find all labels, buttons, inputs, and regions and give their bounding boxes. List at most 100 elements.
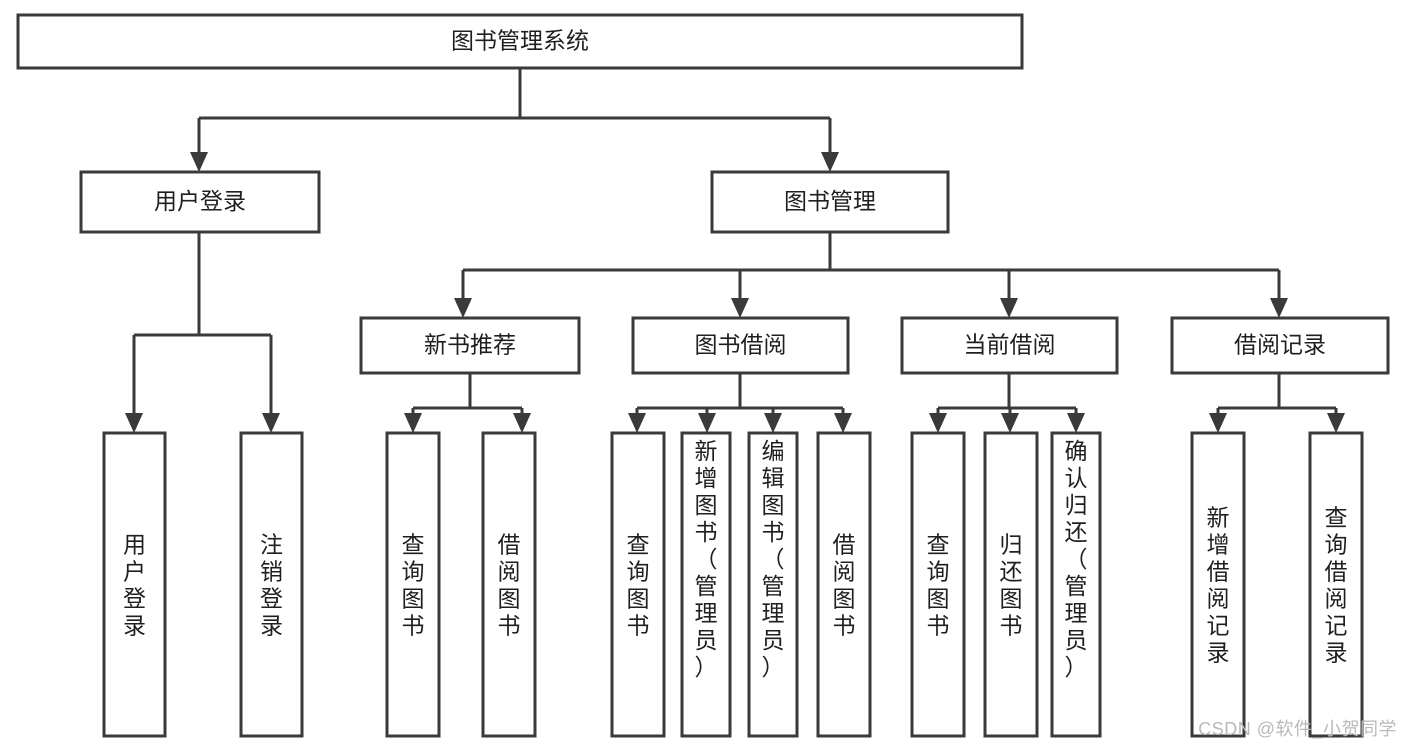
- arrow-head-icon: [125, 413, 143, 433]
- node-box[interactable]: [631, 316, 850, 375]
- edge-line: [197, 68, 830, 160]
- node-label: 查询借阅记录: [1325, 505, 1348, 666]
- node-box[interactable]: [680, 431, 732, 738]
- node-leaf-user-login[interactable]: 用户登录: [102, 431, 167, 738]
- arrow-head-icon: [190, 152, 208, 172]
- node-leaf-query-book-1[interactable]: 查询图书: [385, 431, 441, 738]
- arrow-head-icon: [404, 413, 422, 433]
- node-label: 新书推荐: [424, 332, 516, 358]
- edge-e-bm-borrow: [731, 270, 749, 318]
- node-leaf-query-book-2[interactable]: 查询图书: [610, 431, 666, 738]
- node-label: 图书管理系统: [451, 28, 589, 54]
- node-book-manage[interactable]: 图书管理: [710, 170, 950, 234]
- node-label: 当前借阅: [964, 332, 1056, 358]
- node-label: 查询图书: [927, 532, 950, 639]
- arrow-head-icon: [513, 413, 531, 433]
- node-current-borrow[interactable]: 当前借阅: [900, 316, 1119, 375]
- node-box[interactable]: [1170, 316, 1390, 375]
- edge-e-current-2: [1001, 408, 1019, 433]
- edge-e-borrow-2: [698, 408, 716, 433]
- node-leaf-borrow-book-2[interactable]: 借阅图书: [816, 431, 872, 738]
- node-box[interactable]: [79, 170, 321, 234]
- node-label: 新增图书（管理员）: [695, 438, 718, 680]
- edge-e-record-bus: [1209, 373, 1336, 433]
- node-box[interactable]: [610, 431, 666, 738]
- edge-line: [635, 373, 843, 421]
- edges-layer: [125, 68, 1345, 433]
- node-label: 查询图书: [402, 532, 425, 639]
- node-new-book-recommend[interactable]: 新书推荐: [359, 316, 581, 375]
- node-label: 用户登录: [123, 532, 146, 639]
- arrow-head-icon: [1209, 413, 1227, 433]
- node-leaf-query-borrow-record[interactable]: 查询借阅记录: [1308, 431, 1364, 738]
- node-leaf-borrow-book-1[interactable]: 借阅图书: [481, 431, 537, 738]
- arrow-head-icon: [1001, 413, 1019, 433]
- edge-e-borrow-bus: [628, 373, 843, 433]
- edge-e-root-user-login: [190, 68, 830, 172]
- arrow-head-icon: [698, 413, 716, 433]
- nodes-layer: 图书管理系统用户登录图书管理新书推荐图书借阅当前借阅借阅记录用户登录注销登录查询…: [16, 13, 1390, 738]
- node-leaf-query-book-3[interactable]: 查询图书: [910, 431, 966, 738]
- edge-e-borrow-3: [764, 408, 782, 433]
- node-label: 编辑图书（管理员）: [762, 438, 785, 680]
- node-leaf-return-book[interactable]: 归还图书: [983, 431, 1039, 738]
- arrow-head-icon: [1327, 413, 1345, 433]
- node-box[interactable]: [710, 170, 950, 234]
- node-leaf-edit-book-admin[interactable]: 编辑图书（管理员）: [747, 431, 799, 738]
- arrow-head-icon: [834, 413, 852, 433]
- node-label: 注销登录: [260, 532, 283, 639]
- edge-line: [411, 373, 522, 421]
- node-box[interactable]: [1050, 431, 1102, 738]
- node-leaf-add-book-admin[interactable]: 新增图书（管理员）: [680, 431, 732, 738]
- arrow-head-icon: [1270, 298, 1288, 318]
- node-root[interactable]: 图书管理系统: [16, 13, 1024, 70]
- node-label: 用户登录: [154, 188, 246, 214]
- node-label: 查询图书: [627, 532, 650, 639]
- node-label: 借阅图书: [498, 532, 521, 639]
- edge-e-record-2: [1327, 408, 1345, 433]
- edge-e-borrow-4: [834, 408, 852, 433]
- edge-e-user-login-bus: [125, 232, 271, 433]
- node-box[interactable]: [747, 431, 799, 738]
- edge-e-user-login-logout: [262, 335, 280, 433]
- node-box[interactable]: [239, 431, 304, 738]
- edge-line: [461, 232, 1279, 306]
- edge-e-book-manage-bus: [454, 232, 1279, 318]
- node-leaf-logout[interactable]: 注销登录: [239, 431, 304, 738]
- node-box[interactable]: [481, 431, 537, 738]
- node-box[interactable]: [900, 316, 1119, 375]
- node-box[interactable]: [983, 431, 1039, 738]
- node-box[interactable]: [385, 431, 441, 738]
- node-user-login[interactable]: 用户登录: [79, 170, 321, 234]
- node-label: 图书管理: [784, 188, 876, 214]
- node-label: 借阅记录: [1234, 332, 1326, 358]
- node-box[interactable]: [1190, 431, 1246, 738]
- arrow-head-icon: [628, 413, 646, 433]
- edge-e-recommend-2: [513, 408, 531, 433]
- arrow-head-icon: [764, 413, 782, 433]
- arrow-head-icon: [821, 152, 839, 172]
- node-label: 借阅图书: [833, 532, 856, 639]
- node-leaf-confirm-return-admin[interactable]: 确认归还（管理员）: [1050, 431, 1102, 738]
- edge-e-current-3: [1067, 408, 1085, 433]
- node-box[interactable]: [16, 13, 1024, 70]
- node-leaf-add-borrow-record[interactable]: 新增借阅记录: [1190, 431, 1246, 738]
- arrow-head-icon: [1067, 413, 1085, 433]
- arrow-head-icon: [262, 413, 280, 433]
- arrow-head-icon: [731, 298, 749, 318]
- node-label: 归还图书: [1000, 532, 1023, 639]
- edge-e-recommend-bus: [404, 373, 522, 433]
- edge-e-bm-record: [1270, 270, 1288, 318]
- node-box[interactable]: [102, 431, 167, 738]
- node-box[interactable]: [359, 316, 581, 375]
- node-book-borrow[interactable]: 图书借阅: [631, 316, 850, 375]
- node-label: 确认归还（管理员）: [1065, 438, 1088, 680]
- node-borrow-record[interactable]: 借阅记录: [1170, 316, 1390, 375]
- arrow-head-icon: [454, 298, 472, 318]
- node-box[interactable]: [910, 431, 966, 738]
- node-box[interactable]: [816, 431, 872, 738]
- node-box[interactable]: [1308, 431, 1364, 738]
- edge-line: [1216, 373, 1336, 421]
